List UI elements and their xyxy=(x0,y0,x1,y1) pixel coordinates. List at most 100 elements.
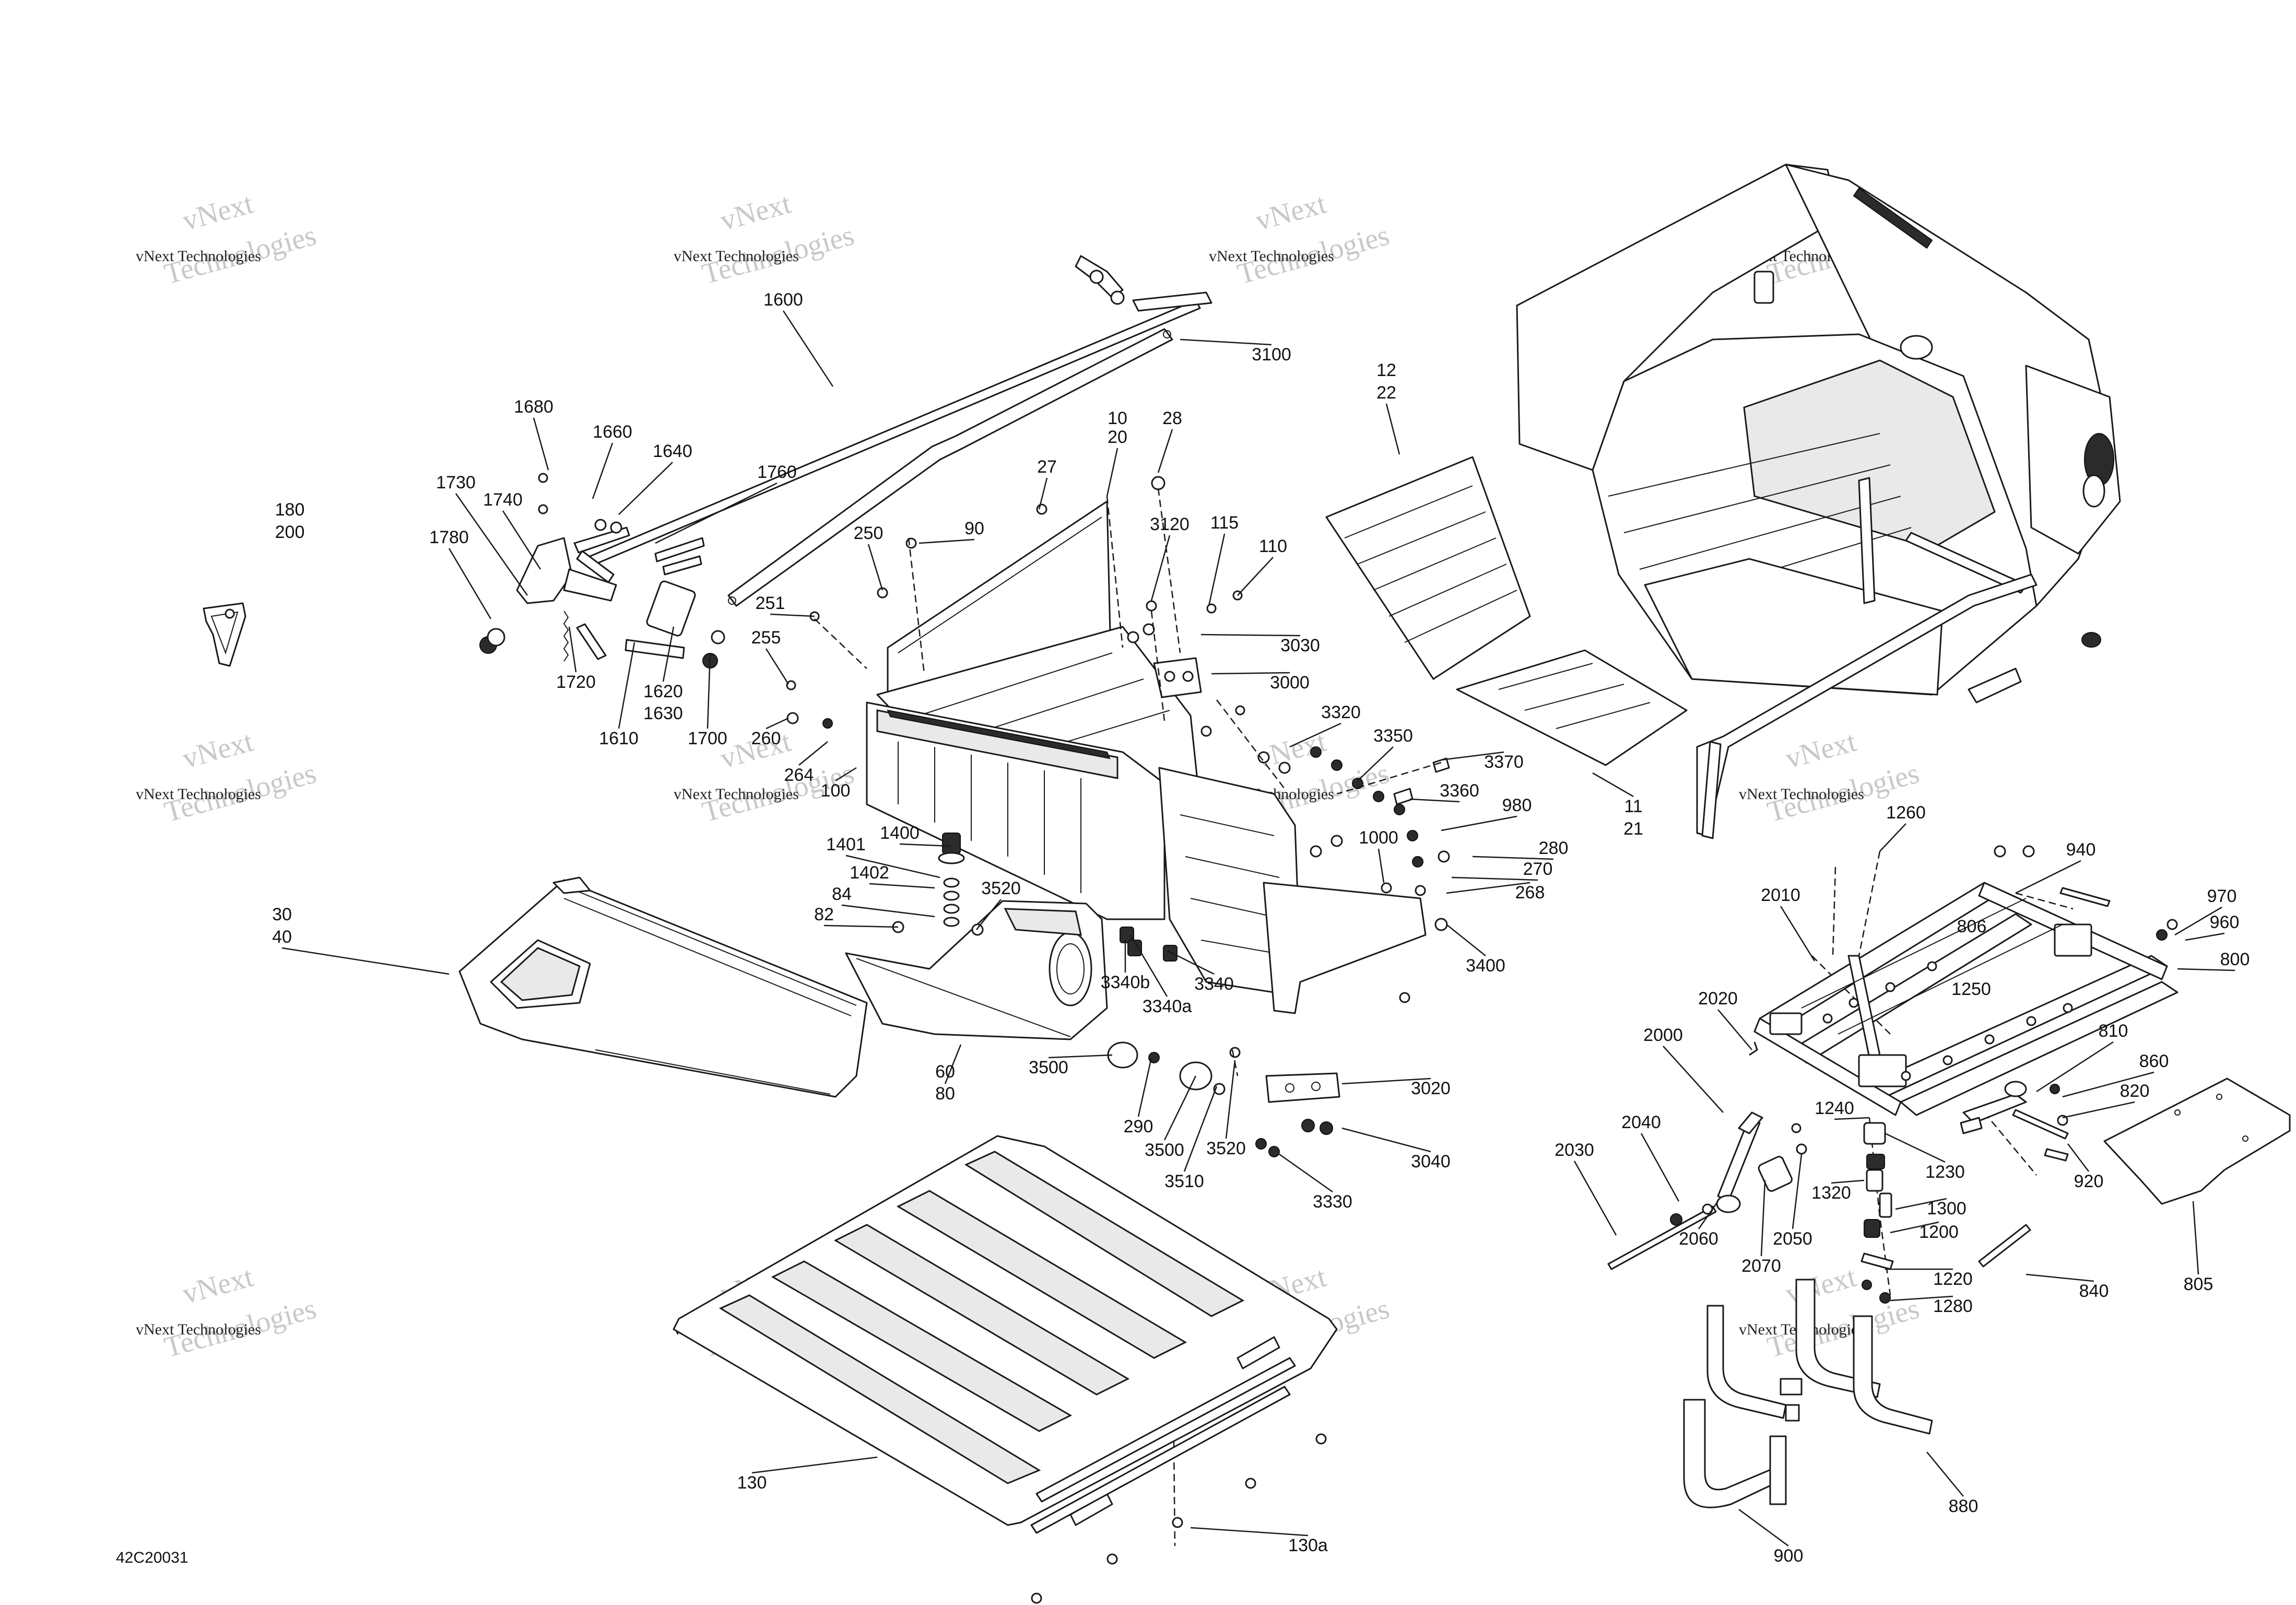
callout-840: 840 xyxy=(2079,1281,2109,1301)
leader-2020 xyxy=(1717,1009,1752,1050)
leader-40 xyxy=(281,947,450,975)
leader-2070 xyxy=(1760,1180,1766,1257)
leader-3350 xyxy=(1357,746,1394,781)
leader-90 xyxy=(919,538,975,544)
leader-290 xyxy=(1137,1057,1152,1117)
watermark-text: vNext Technologies xyxy=(674,786,799,803)
leader-1000 xyxy=(1377,848,1385,883)
leader-860 xyxy=(2062,1071,2154,1098)
callout-3370: 3370 xyxy=(1484,752,1524,772)
callout-970: 970 xyxy=(2207,886,2237,906)
callout-3400: 3400 xyxy=(1466,956,1505,976)
leader-1240 xyxy=(1834,1117,1870,1120)
gas-strut-2000 xyxy=(1607,1041,1807,1270)
leader-260 xyxy=(766,717,789,730)
leader-270 xyxy=(1451,876,1538,881)
bumper-stack-1400 xyxy=(892,833,965,933)
callout-3340: 3340 xyxy=(1194,974,1234,994)
slider-mechanism-920 xyxy=(1960,1081,2069,1162)
leader-840 xyxy=(2026,1273,2094,1282)
leader-115 xyxy=(1208,533,1226,606)
leader-lines xyxy=(281,310,2235,1547)
callout-280: 280 xyxy=(1539,838,1569,858)
leader-3400 xyxy=(1446,924,1486,956)
watermark-text: vNext Technologies xyxy=(1739,786,1864,803)
callout-1260: 1260 xyxy=(1886,803,1926,823)
bracket-3000 xyxy=(1153,657,1202,698)
callout-250: 250 xyxy=(854,523,884,543)
callout-2040: 2040 xyxy=(1621,1112,1661,1132)
leg-frame-900 xyxy=(1683,1399,1787,1508)
fastener-group-center xyxy=(786,476,1450,1003)
leader-805 xyxy=(2192,1201,2199,1275)
bolt-940 xyxy=(2059,887,2111,907)
callout-2020: 2020 xyxy=(1698,989,1738,1009)
leader-3330 xyxy=(1279,1153,1333,1193)
leader-250 xyxy=(867,544,884,591)
callout-1640: 1640 xyxy=(653,441,692,461)
leader-960 xyxy=(2185,932,2225,941)
callout-40: 40 xyxy=(272,927,292,947)
callout-1730: 1730 xyxy=(436,473,476,493)
leader-1680 xyxy=(533,417,549,471)
callout-800: 800 xyxy=(2220,950,2250,969)
callout-3330: 3330 xyxy=(1313,1192,1352,1212)
callout-3120: 3120 xyxy=(1150,514,1190,534)
callout-920: 920 xyxy=(2074,1171,2104,1191)
callout-270: 270 xyxy=(1523,859,1553,879)
side-panel-30 xyxy=(458,876,868,1098)
leader-1780 xyxy=(448,548,492,619)
callout-82: 82 xyxy=(814,905,834,924)
rail-3100 xyxy=(727,328,1173,607)
callout-3500a: 3500 xyxy=(1029,1058,1068,1077)
watermark-text-top: vNext xyxy=(179,187,257,237)
watermark-text: vNext Technologies xyxy=(136,1321,261,1338)
leader-280 xyxy=(1472,856,1554,860)
callout-900: 900 xyxy=(1774,1546,1804,1566)
callout-130: 130 xyxy=(737,1473,767,1493)
callout-290: 290 xyxy=(1124,1117,1153,1137)
leader-810 xyxy=(2036,1041,2114,1093)
callout-1400: 1400 xyxy=(880,823,920,843)
leader-264 xyxy=(798,741,828,766)
callout-251: 251 xyxy=(756,593,785,613)
callout-80: 80 xyxy=(935,1084,955,1104)
watermark-text: vNext Technologies xyxy=(136,786,261,803)
callout-11: 11 xyxy=(1624,796,1642,816)
callout-110: 110 xyxy=(1259,536,1287,556)
leader-22 xyxy=(1385,403,1400,455)
leader-1260 xyxy=(1879,823,1906,852)
callout-1740: 1740 xyxy=(483,490,523,510)
leader-880 xyxy=(1926,1451,1964,1497)
leader-1610 xyxy=(618,642,635,729)
watermark-text: vNext Technologies xyxy=(136,248,261,265)
watermark-text-top: vNext xyxy=(1782,1260,1860,1310)
leader-940 xyxy=(2015,860,2081,894)
leader-3020 xyxy=(1341,1077,1431,1085)
bracket-180 xyxy=(203,602,246,667)
leader-3510 xyxy=(1183,1086,1218,1172)
callout-806: 806 xyxy=(1957,917,1987,936)
callout-100: 100 xyxy=(821,781,851,801)
callout-2030: 2030 xyxy=(1555,1140,1594,1160)
callout-28: 28 xyxy=(1162,408,1182,428)
leader-2030 xyxy=(1573,1161,1617,1236)
leader-3100 xyxy=(1180,338,1272,346)
callout-820: 820 xyxy=(2120,1081,2150,1101)
callout-27: 27 xyxy=(1037,457,1057,477)
watermark-text-top: vNext xyxy=(1782,725,1860,775)
leader-2010 xyxy=(1780,906,1816,962)
callout-60: 60 xyxy=(935,1062,955,1082)
latch-linkage-assembly xyxy=(479,473,725,669)
leader-3340 xyxy=(1167,950,1215,975)
callout-3360: 3360 xyxy=(1440,781,1479,801)
callout-130a: 130a xyxy=(1288,1536,1328,1555)
leader-1660 xyxy=(592,442,614,499)
callout-1320: 1320 xyxy=(1811,1183,1851,1203)
callout-2060: 2060 xyxy=(1679,1229,1718,1249)
leader-251 xyxy=(770,613,815,617)
callout-860: 860 xyxy=(2139,1051,2169,1071)
callout-21: 21 xyxy=(1623,819,1643,839)
callout-2000: 2000 xyxy=(1643,1025,1683,1045)
watermark-text-top: vNext xyxy=(179,1260,257,1310)
